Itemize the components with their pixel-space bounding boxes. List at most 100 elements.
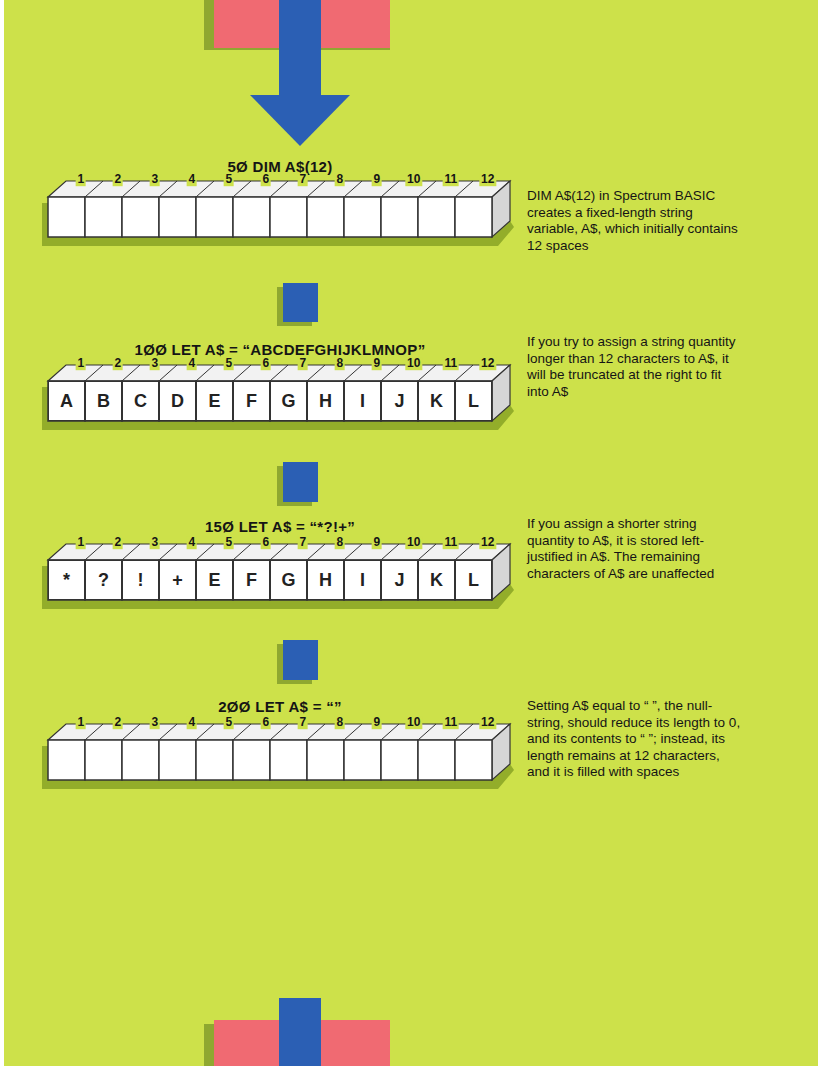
top-divider (270, 181, 288, 197)
string-cell (270, 381, 307, 421)
box-side-face (492, 181, 510, 237)
top-divider (196, 365, 214, 381)
top-divider (381, 724, 399, 740)
cell-index: 8 (334, 173, 345, 186)
cell-index: 2 (112, 173, 123, 186)
cell-index: 5 (223, 173, 234, 186)
top-divider (85, 724, 103, 740)
string-cell (344, 740, 381, 780)
cell-index: 1 (75, 716, 86, 729)
character-cell: H (307, 560, 344, 600)
cell-index: 9 (371, 173, 382, 186)
cell-index: 12 (479, 536, 496, 549)
cell-character: J (394, 391, 404, 412)
cell-index: 7 (297, 173, 308, 186)
cell-index: 10 (405, 536, 422, 549)
string-cell (85, 740, 122, 780)
top-divider (344, 724, 362, 740)
box-side-face (492, 724, 510, 780)
string-cell (122, 197, 159, 237)
cell-index: 3 (149, 173, 160, 186)
cell-index: 9 (371, 357, 382, 370)
box-side-face (492, 544, 510, 600)
cell-index: 4 (186, 357, 197, 370)
string-cell (270, 560, 307, 600)
character-cell: H (307, 381, 344, 421)
character-cell: I (344, 560, 381, 600)
top-divider (233, 544, 251, 560)
string-cell (48, 197, 85, 237)
character-cell: J (381, 560, 418, 600)
cell-index: 3 (149, 716, 160, 729)
basic-statement: 5Ø DIM A$(12) (227, 158, 332, 175)
cell-character: L (468, 391, 479, 412)
cell-index: 7 (297, 716, 308, 729)
string-cell (159, 560, 196, 600)
cell-index: 10 (405, 716, 422, 729)
cell-character: A (60, 391, 73, 412)
explanatory-note: If you assign a shorter string quantity … (527, 516, 742, 582)
cell-character: E (208, 391, 220, 412)
string-cell (381, 197, 418, 237)
string-cell (48, 560, 85, 600)
explanatory-note: If you try to assign a string quantity l… (527, 334, 742, 400)
flow-bar (283, 462, 318, 502)
box-side-face (492, 365, 510, 421)
cell-index: 7 (297, 357, 308, 370)
top-divider (307, 724, 325, 740)
string-cell (344, 197, 381, 237)
top-divider (344, 365, 362, 381)
string-cell (196, 740, 233, 780)
top-divider (85, 181, 103, 197)
character-cell: B (85, 381, 122, 421)
flow-band (279, 998, 321, 1066)
cell-index: 5 (223, 536, 234, 549)
string-cell (233, 560, 270, 600)
character-cell: J (381, 381, 418, 421)
top-divider (196, 724, 214, 740)
flow-bar (283, 640, 318, 680)
string-cell (307, 381, 344, 421)
cell-character: I (360, 391, 365, 412)
string-cell (307, 740, 344, 780)
character-cell: K (418, 381, 455, 421)
top-divider (159, 544, 177, 560)
cell-character: D (171, 391, 184, 412)
cell-index: 2 (112, 357, 123, 370)
cell-index: 8 (334, 357, 345, 370)
cell-character: + (172, 570, 183, 591)
string-cell (85, 197, 122, 237)
top-divider (233, 724, 251, 740)
top-divider (381, 365, 399, 381)
cell-index: 5 (223, 357, 234, 370)
string-variable (42, 365, 514, 430)
string-cell (418, 381, 455, 421)
string-cell (196, 197, 233, 237)
string-cell (455, 560, 492, 600)
cell-character: I (360, 570, 365, 591)
string-cell (196, 560, 233, 600)
character-cell: E (196, 381, 233, 421)
basic-statement: 1ØØ LET A$ = “ABCDEFGHIJKLMNOP” (135, 341, 426, 358)
background-panel (4, 0, 818, 1066)
string-cell (233, 740, 270, 780)
top-divider (159, 365, 177, 381)
top-divider (307, 544, 325, 560)
string-variable (42, 544, 514, 609)
cell-character: E (208, 570, 220, 591)
top-divider (233, 365, 251, 381)
top-divider (85, 365, 103, 381)
character-cell: L (455, 381, 492, 421)
character-cell: C (122, 381, 159, 421)
cell-index: 6 (260, 357, 271, 370)
character-cell: K (418, 560, 455, 600)
string-cell (122, 560, 159, 600)
cell-index: 12 (479, 173, 496, 186)
cell-index: 4 (186, 536, 197, 549)
cell-character: J (394, 570, 404, 591)
string-cell (233, 381, 270, 421)
string-cell (48, 740, 85, 780)
top-divider (381, 544, 399, 560)
cell-index: 1 (75, 357, 86, 370)
